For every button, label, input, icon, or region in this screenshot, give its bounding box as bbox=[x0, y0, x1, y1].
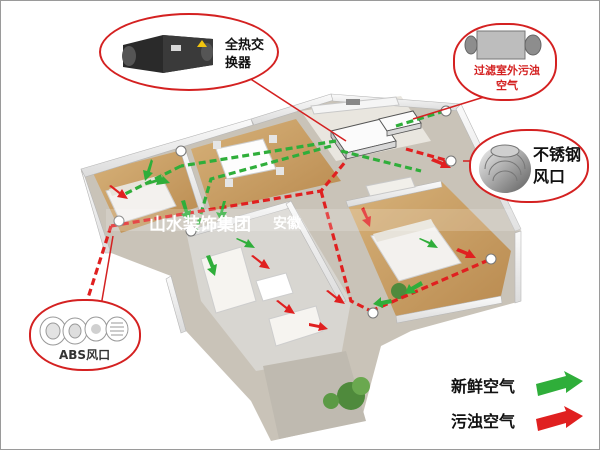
legend-dirty-air-label: 污浊空气 bbox=[451, 412, 516, 431]
filter-unit-device bbox=[464, 30, 542, 60]
abs-vent-callout: ABS风口 bbox=[29, 299, 141, 371]
balcony-plants bbox=[323, 377, 370, 410]
legend-dirty-arrow bbox=[536, 406, 583, 431]
watermark-slogan: 安徽 bbox=[273, 216, 301, 232]
heat-exchanger-callout: 全热交 换器 bbox=[99, 13, 279, 91]
heat-exchanger-label: 全热交 换器 bbox=[225, 38, 265, 71]
filter-unit bbox=[378, 110, 422, 137]
watermark-company: 山水装饰集团 bbox=[149, 215, 251, 235]
right-bed bbox=[370, 219, 462, 282]
filter-unit-label: 过滤室外污浊 空气 bbox=[474, 64, 540, 92]
abs-vent-label: ABS风口 bbox=[59, 348, 111, 362]
stainless-vent-label: 不锈钢 风口 bbox=[533, 145, 582, 186]
filter-unit-callout: 过滤室外污浊 空气 bbox=[453, 23, 557, 101]
legend-fresh-arrow bbox=[536, 371, 583, 396]
study-desk bbox=[365, 176, 416, 197]
abs-vent-devices bbox=[39, 316, 129, 346]
exhaust-air-duct bbox=[69, 147, 492, 352]
balcony-floor bbox=[263, 351, 366, 439]
watermark-band bbox=[106, 209, 526, 231]
dirty-air-arrows bbox=[109, 158, 476, 331]
dining-table bbox=[213, 135, 284, 187]
legend-fresh-air-label: 新鲜空气 bbox=[451, 377, 516, 396]
right-room-plant bbox=[391, 283, 407, 299]
fresh-air-arrows bbox=[143, 159, 438, 308]
heat-exchanger-device bbox=[122, 35, 213, 73]
stainless-vent-callout: 不锈钢 风口 bbox=[469, 129, 589, 203]
living-room-sofa bbox=[200, 246, 324, 347]
kitchen-counter bbox=[310, 96, 400, 115]
stainless-vent-device bbox=[479, 144, 531, 193]
